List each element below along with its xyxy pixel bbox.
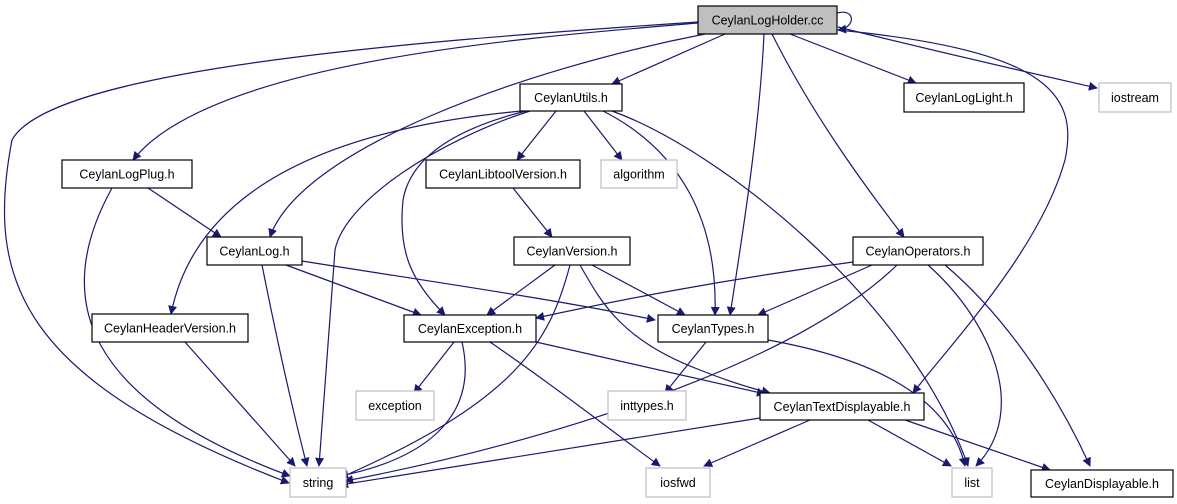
edge-log-types [301, 260, 656, 323]
node-label: iosfwd [660, 476, 695, 490]
edge-logholder-logplug [132, 22, 699, 161]
edge-logholder-string [3, 21, 699, 485]
edge-libtool-version [512, 187, 553, 238]
node-label: CeylanTextDisplayable.h [774, 400, 911, 414]
node-ceylanloglight-h[interactable]: CeylanLogLight.h [903, 82, 1025, 113]
edge-utils-algorithm [583, 110, 623, 161]
node-label: algorithm [613, 168, 664, 182]
edge-utils-exception [401, 110, 527, 316]
node-label: exception [368, 399, 422, 413]
node-label: CeylanLogPlug.h [79, 168, 174, 182]
node-exception[interactable]: exception [355, 390, 435, 421]
edge-utils-libtool [516, 110, 557, 161]
node-label: CeylanLogLight.h [915, 91, 1012, 105]
node-ceylantextdisplayable-h[interactable]: CeylanTextDisplayable.h [759, 392, 925, 421]
node-label: list [964, 476, 980, 490]
edge-logholder-textdisplayable [837, 29, 1069, 394]
node-label: string [303, 476, 334, 490]
edge-logholder-self [836, 11, 852, 34]
node-ceylanutils-h[interactable]: CeylanUtils.h [519, 83, 623, 112]
edge-version-string [334, 264, 571, 481]
edge-textdisplayable-iosfwd [703, 419, 811, 467]
edge-logplug-log [147, 187, 222, 238]
node-ceylandisplayable-h[interactable]: CeylanDisplayable.h [1030, 469, 1174, 498]
edge-exception-exc [413, 341, 455, 394]
node-algorithm[interactable]: algorithm [600, 159, 678, 189]
node-ceylanheaderversion-h[interactable]: CeylanHeaderVersion.h [91, 313, 249, 343]
node-list[interactable]: list [951, 467, 993, 498]
edge-operators-displayable [944, 264, 1091, 467]
edge-version-types [591, 264, 686, 316]
node-label: CeylanLogHolder.cc [712, 14, 824, 28]
node-label: inttypes.h [620, 399, 674, 413]
node-label: CeylanVersion.h [526, 245, 617, 259]
node-label: CeylanLibtoolVersion.h [439, 168, 567, 182]
node-ceylantypes-h[interactable]: CeylanTypes.h [657, 314, 769, 343]
node-iostream[interactable]: iostream [1098, 82, 1172, 113]
edge-types-inttypes [664, 341, 707, 394]
edge-log-string [261, 264, 310, 467]
node-ceylanversion-h[interactable]: CeylanVersion.h [513, 236, 631, 266]
edge-headerversion-string [184, 341, 296, 467]
edge-logholder-operators [771, 33, 905, 238]
edge-utils-headerversion [168, 110, 523, 315]
dependency-edges [3, 11, 1098, 489]
node-ceylanoperators-h[interactable]: CeylanOperators.h [852, 236, 984, 266]
edge-operators-types [757, 264, 873, 316]
edge-logholder-utils [611, 33, 726, 85]
edge-logholder-loglight [789, 33, 917, 85]
edge-operators-list [927, 264, 1002, 467]
edge-exception-iosfwd [489, 341, 661, 467]
node-label: CeylanOperators.h [866, 245, 971, 259]
node-label: CeylanTypes.h [672, 322, 755, 336]
edge-exception-string [339, 341, 466, 479]
edge-version-exception [486, 264, 556, 316]
node-label: CeylanUtils.h [534, 91, 608, 105]
node-label: CeylanLog.h [219, 245, 289, 259]
node-ceylanlogholder-cc[interactable]: CeylanLogHolder.cc [697, 5, 838, 35]
node-inttypes-h[interactable]: inttypes.h [607, 390, 687, 421]
node-ceylanlibtoolversion-h[interactable]: CeylanLibtoolVersion.h [425, 159, 581, 189]
edge-log-exception [285, 264, 422, 317]
edge-textdisplayable-string [339, 417, 761, 489]
edge-utils-list [611, 110, 970, 467]
edge-textdisplayable-displayable [904, 419, 1051, 472]
edge-logholder-log [268, 33, 706, 238]
edge-utils-types [602, 110, 720, 316]
node-ceylanexception-h[interactable]: CeylanException.h [403, 314, 537, 343]
edge-operators-exception [535, 261, 854, 321]
node-label: iostream [1111, 91, 1159, 105]
edge-version-textdisplayable [579, 264, 771, 396]
edge-operators-string [344, 264, 898, 484]
node-label: CeylanDisplayable.h [1045, 477, 1159, 491]
node-label: CeylanException.h [418, 322, 522, 336]
edge-utils-string [315, 110, 531, 467]
edge-types-list [767, 339, 968, 467]
edge-logholder-types [726, 33, 765, 316]
edge-textdisplayable-list [867, 419, 952, 467]
edge-exception-textdisplayable [535, 341, 766, 397]
node-iosfwd[interactable]: iosfwd [645, 467, 711, 498]
edge-logplug-string [83, 187, 291, 478]
node-ceylanlogplug-h[interactable]: CeylanLogPlug.h [61, 159, 193, 189]
edge-logholder-iostream [837, 26, 1098, 91]
node-ceylanlog-h[interactable]: CeylanLog.h [206, 236, 303, 266]
node-string[interactable]: string [289, 467, 347, 498]
node-label: CeylanHeaderVersion.h [104, 322, 236, 336]
